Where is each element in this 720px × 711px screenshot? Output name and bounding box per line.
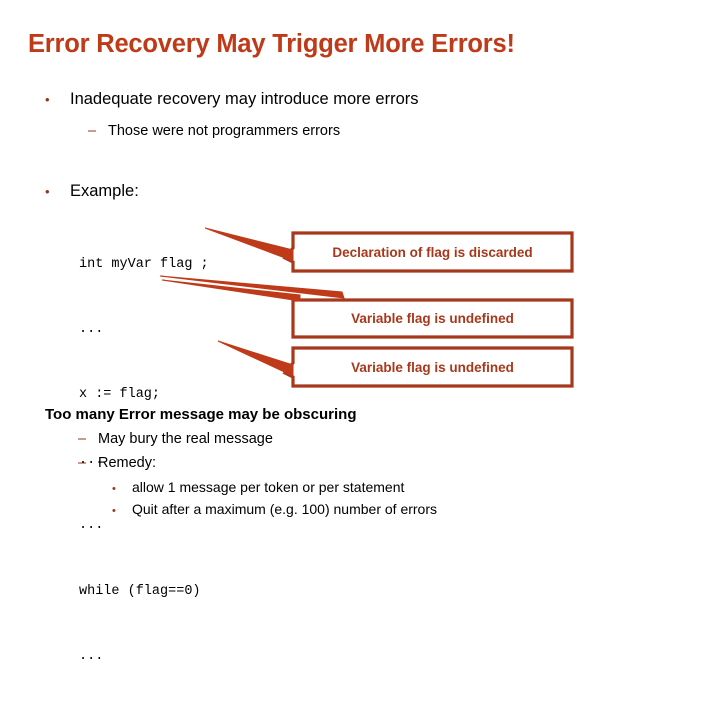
subbullet-programmers-errors: – Those were not programmers errors <box>88 123 340 139</box>
bullet-example: • Example: <box>45 182 139 201</box>
footer-item-allow-one-message: • allow 1 message per token or per state… <box>112 479 404 495</box>
footer-item-quit-after-max: • Quit after a maximum (e.g. 100) number… <box>112 501 437 517</box>
footer-item-may-bury: – May bury the real message <box>78 431 273 447</box>
footer-item-text: allow 1 message per token or per stateme… <box>132 479 405 495</box>
code-line: x := flag; <box>79 387 161 403</box>
callout-label-variable-undefined-2: Variable flag is undefined <box>351 360 514 375</box>
bullet-marker-dash: – <box>78 431 87 447</box>
callout-shape-2 <box>159 275 574 339</box>
footer-item-text: Remedy: <box>98 455 157 471</box>
bullet-text: Example: <box>70 182 139 200</box>
code-block: int myVar flag ; ... x := flag; ... ... … <box>79 210 209 711</box>
page-title: Error Recovery May Trigger More Errors! <box>28 30 515 58</box>
bullet-marker-dot: • <box>45 92 50 107</box>
bullet-inadequate-recovery: • Inadequate recovery may introduce more… <box>45 90 419 109</box>
code-line: while (flag==0) <box>79 583 201 599</box>
callout-label-declaration-discarded: Declaration of flag is discarded <box>332 245 533 260</box>
bullet-marker-dot: • <box>45 184 50 199</box>
footer-item-text: May bury the real message <box>98 431 273 447</box>
footer-heading: Too many Error message may be obscuring <box>45 406 357 423</box>
code-line: int myVar flag ; <box>79 256 209 272</box>
slide-canvas: Error Recovery May Trigger More Errors! … <box>28 30 574 664</box>
callout-label-variable-undefined-1: Variable flag is undefined <box>351 311 514 326</box>
bullet-marker-dash: – <box>88 123 97 139</box>
bullet-marker-dot: • <box>112 483 116 495</box>
footer-item-text: Quit after a maximum (e.g. 100) number o… <box>132 501 437 517</box>
subbullet-text: Those were not programmers errors <box>108 123 341 139</box>
code-line: ... <box>79 648 104 664</box>
bullet-marker-dot: • <box>112 505 116 517</box>
footer-item-remedy: – Remedy: <box>78 455 156 471</box>
bullet-text: Inadequate recovery may introduce more e… <box>70 90 419 108</box>
code-line: ... <box>79 518 104 534</box>
code-line: ... <box>79 321 104 337</box>
code-line: ... <box>79 452 104 468</box>
bullet-marker-dash: – <box>78 455 87 471</box>
